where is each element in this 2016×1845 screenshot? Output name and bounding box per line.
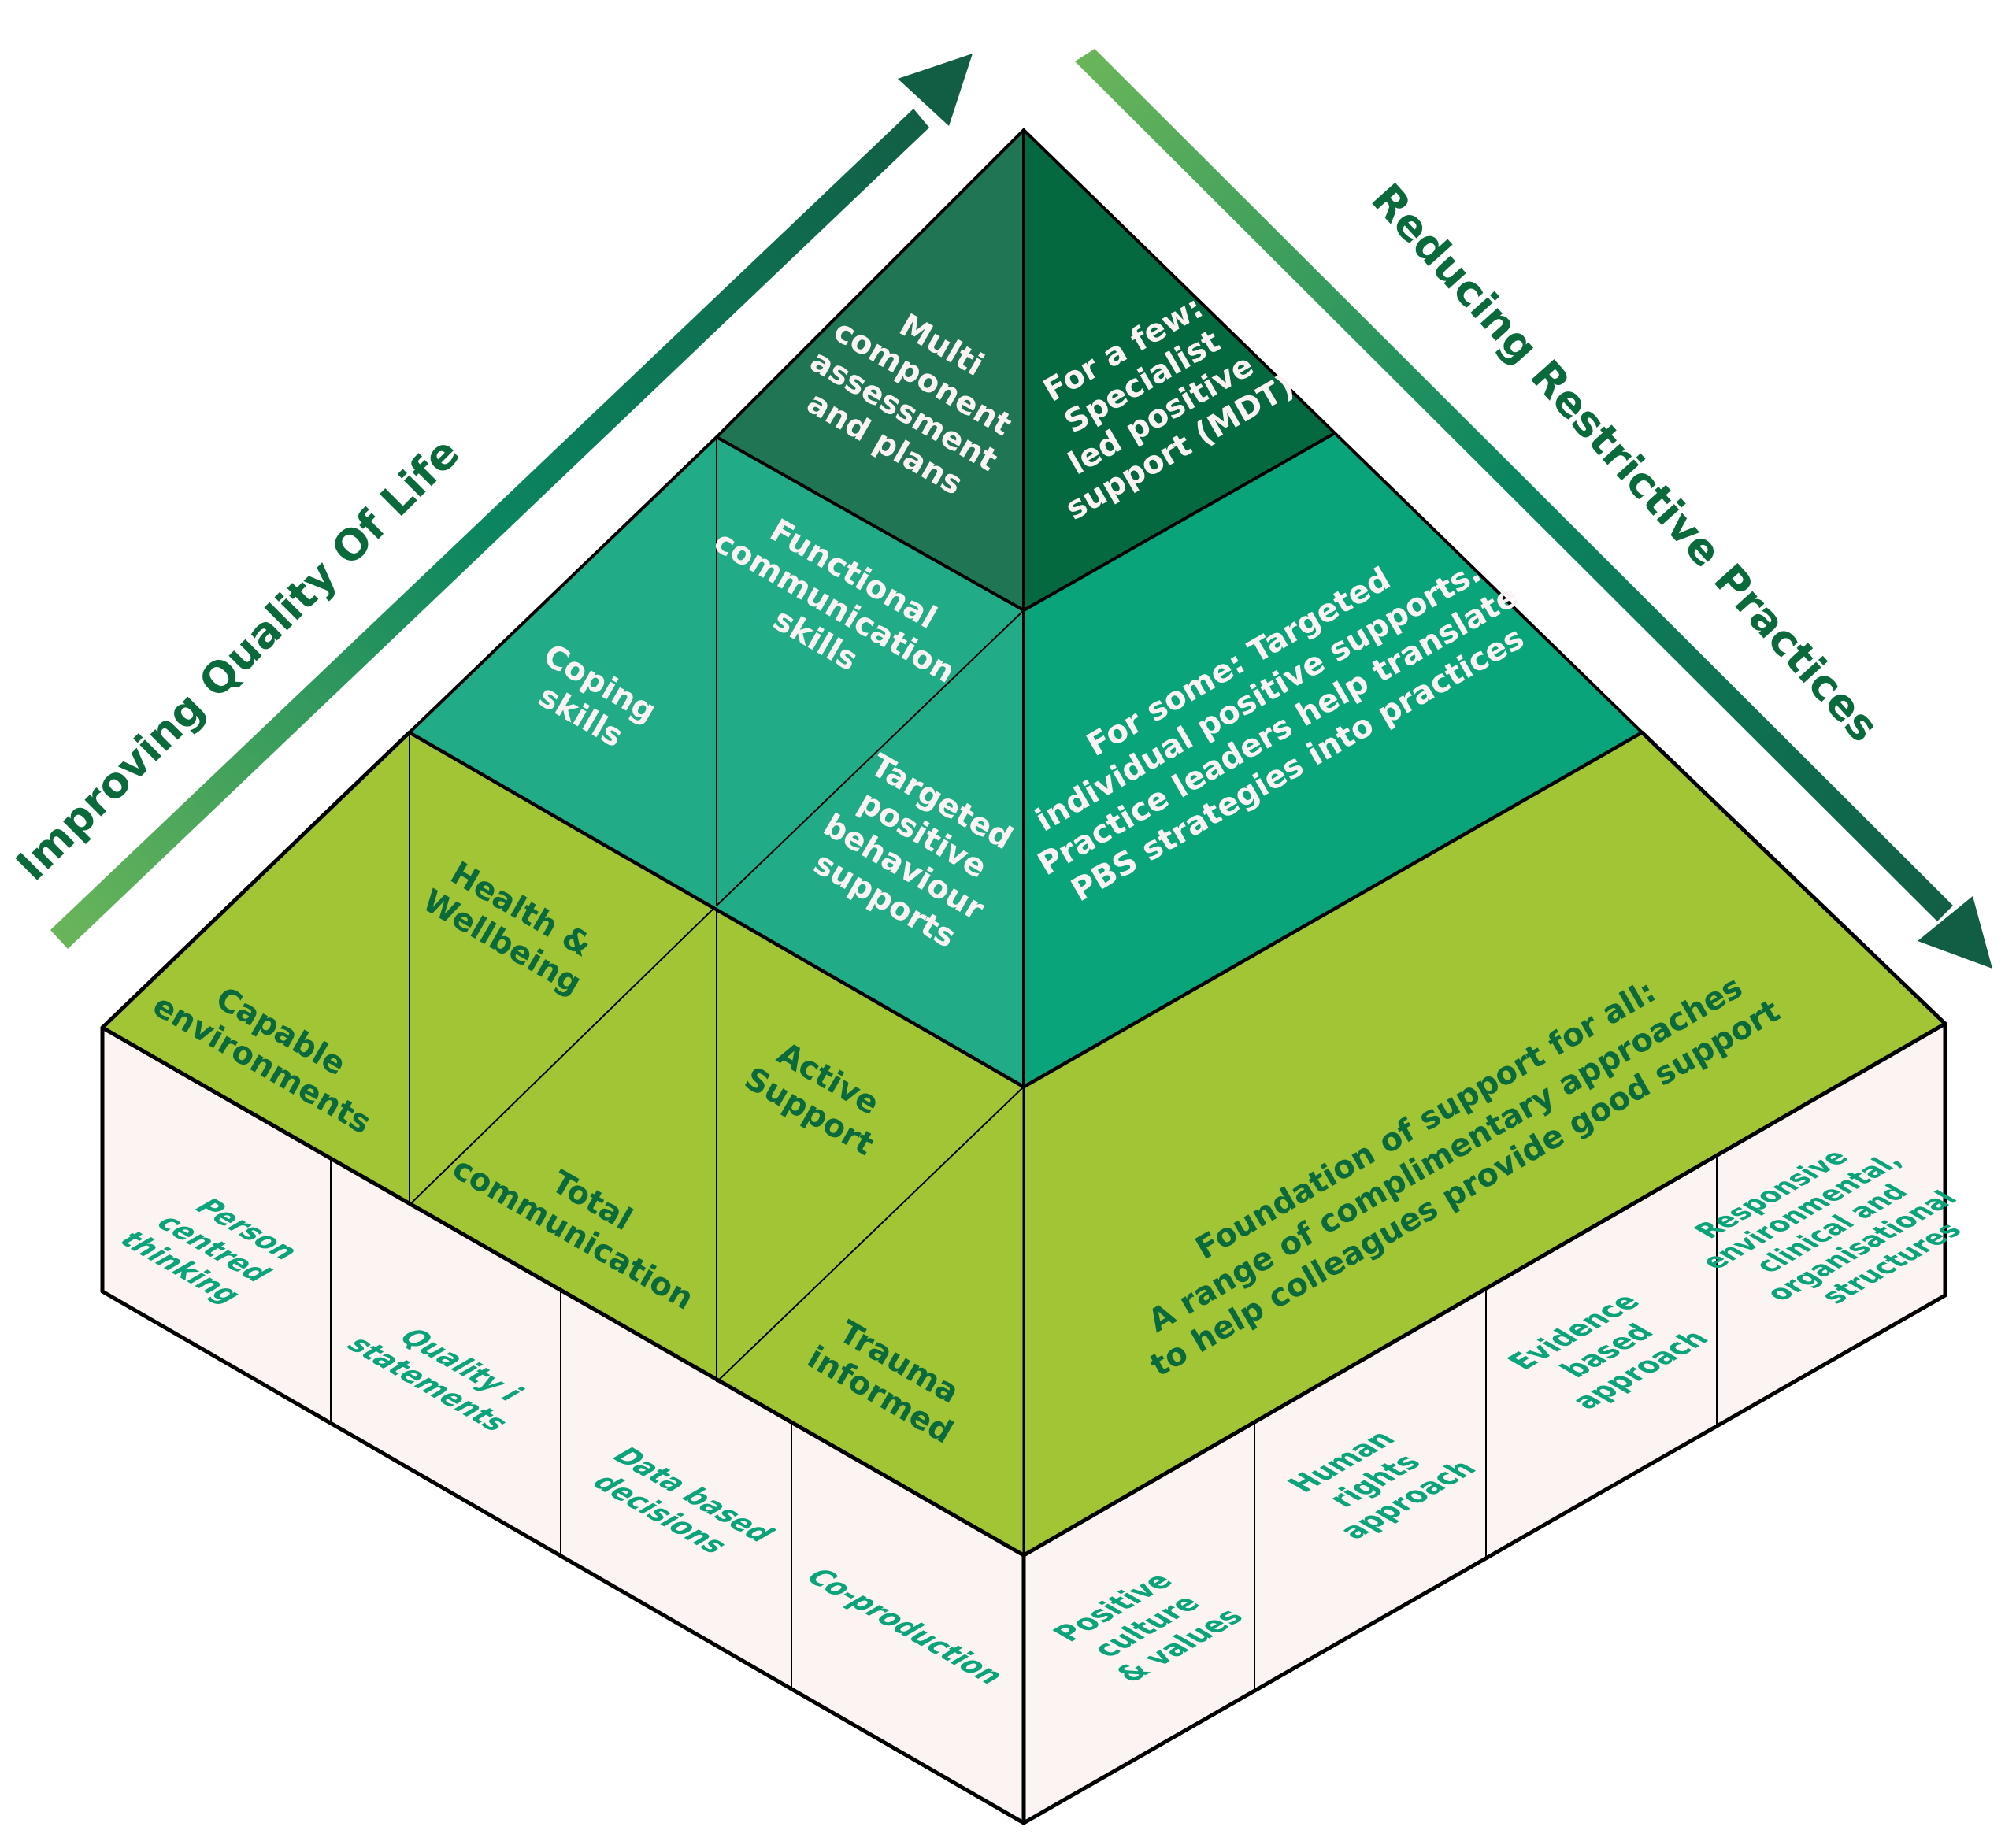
top-tier	[715, 128, 1336, 612]
improving-quality-arrow	[50, 54, 973, 949]
left-arrow-shaft	[50, 109, 929, 949]
right-arrow-shaft	[1075, 49, 1953, 921]
left-arrow-head-icon	[898, 54, 973, 126]
reducing-restrictive-arrow	[1075, 49, 1992, 969]
right-arrow-head-icon	[1918, 896, 1992, 969]
